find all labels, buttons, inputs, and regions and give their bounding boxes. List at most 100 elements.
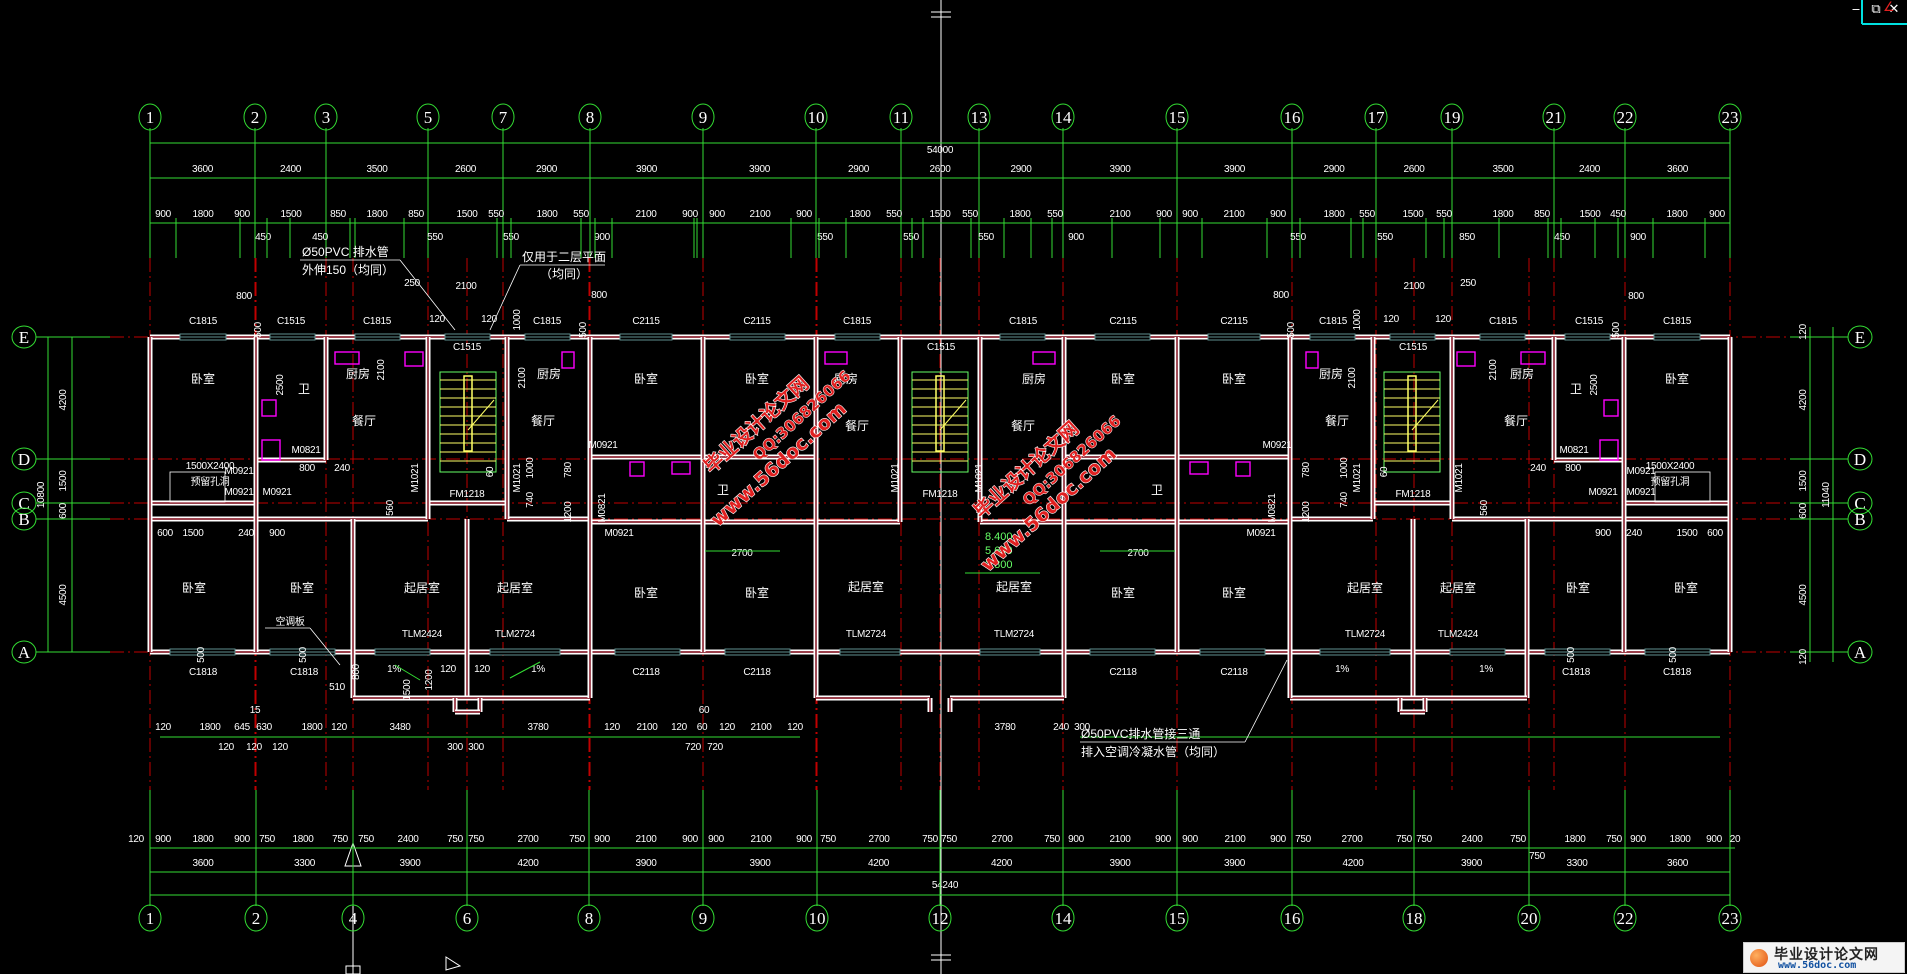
plan-dimension: 500	[1611, 321, 1622, 338]
sink-icon	[1305, 351, 1319, 369]
opening-label: C1815	[1489, 316, 1518, 327]
opening-label: M0921	[604, 528, 634, 539]
dim-minor-top: 1800	[1666, 209, 1688, 220]
dim-minor-top-lower: 550	[978, 232, 995, 243]
axis-label-right: C	[1854, 494, 1865, 513]
plan-dimension: 780	[1301, 461, 1312, 478]
opening-label: C1515	[453, 342, 482, 353]
dim-minor-bottom: 1800	[1669, 834, 1691, 845]
dim-minor-bottom: 2100	[1224, 834, 1246, 845]
plan-dimension: 500	[298, 646, 309, 663]
opening-label: C1515	[277, 316, 306, 327]
dim-major-bottom: 4200	[868, 858, 890, 869]
opening-label: M1021	[410, 463, 421, 493]
opening-label: M0921	[1626, 487, 1656, 498]
dim-minor-bottom: 120	[128, 834, 145, 845]
opening-label: C2118	[1220, 667, 1248, 678]
lower-dimension: 120	[155, 722, 172, 733]
axis-bubble	[1613, 103, 1637, 131]
dim-major-top: 3600	[1667, 164, 1689, 175]
dim-major-bottom: 3900	[635, 858, 657, 869]
room-label: 餐厅	[845, 418, 869, 433]
axis-label-top: 11	[893, 108, 909, 127]
plan-dimension: 1000	[512, 309, 523, 331]
plan-dimension: 240	[1530, 463, 1547, 474]
opening-label: FM1218	[450, 489, 486, 500]
dim-minor-bottom: 900	[1270, 834, 1287, 845]
axis-label-top: 3	[322, 108, 331, 127]
opening-label: M1021	[974, 463, 985, 493]
dim-minor-top: 1800	[536, 209, 558, 220]
dim-right-total: 11040	[1821, 481, 1832, 507]
plan-dimension: 500	[253, 321, 264, 338]
lower-dimension: 720	[707, 742, 724, 753]
lower-dimension: 60	[699, 705, 710, 716]
dim-minor-bottom: 2400	[1461, 834, 1483, 845]
washbasin-icon	[1189, 461, 1209, 475]
axis-label-bottom: 15	[1169, 909, 1186, 928]
dim-major-bottom: 3300	[294, 858, 316, 869]
axis-bubble	[1542, 103, 1566, 131]
dim-left: 600	[58, 502, 69, 519]
lower-dimension: 1800	[301, 722, 323, 733]
room-label: 餐厅	[1011, 418, 1035, 433]
opening-label: 1500X2400	[1646, 461, 1695, 472]
plan-dimension: 250	[1460, 278, 1477, 289]
dim-minor-bottom: 900	[155, 834, 172, 845]
opening-label: C1818	[290, 667, 319, 678]
axis-bubble	[577, 904, 601, 932]
dim-minor-bottom: 2100	[1109, 834, 1131, 845]
dim-minor-bottom: 750	[941, 834, 958, 845]
axis-label-bottom: 8	[585, 909, 594, 928]
room-label: 卫	[1151, 483, 1163, 497]
room-label: 卧室	[1222, 585, 1246, 600]
dim-minor-top: 900	[155, 209, 172, 220]
restore-icon[interactable]: ⧉	[1871, 2, 1881, 17]
plan-dimension: 600	[157, 528, 174, 539]
opening-label: TLM2424	[1438, 629, 1479, 640]
leader-line	[399, 259, 456, 331]
lower-dimension: 2100	[750, 722, 772, 733]
dim-minor-top: 2100	[749, 209, 771, 220]
axis-label-bottom: 22	[1617, 909, 1634, 928]
dim-minor-top: 2100	[635, 209, 657, 220]
plan-dimension: 120	[474, 664, 491, 675]
axis-label-bottom: 9	[699, 909, 708, 928]
axis-bubble	[967, 103, 991, 131]
lower-dimension: 300	[468, 742, 485, 753]
plan-dimension: 2700	[1127, 548, 1149, 559]
axis-label-bottom: 16	[1284, 909, 1301, 928]
opening-label: 1500X2400	[186, 461, 235, 472]
dim-major-bottom: 4200	[1342, 858, 1364, 869]
room-label: 卧室	[1665, 371, 1689, 386]
lower-dimension: 120	[787, 722, 804, 733]
dim-minor-bottom: 900	[1068, 834, 1085, 845]
dim-major-bottom: 3900	[1109, 858, 1131, 869]
close-icon-glyph: ✕	[1888, 2, 1900, 17]
opening-label: C1818	[1663, 667, 1692, 678]
washbasin-icon	[1599, 439, 1619, 461]
plan-dimension: 60	[1379, 466, 1390, 477]
note-text: Ø50PVC排水管接三通	[1081, 726, 1200, 741]
axis-label-left: B	[18, 510, 29, 529]
site-logo[interactable]: 毕业设计论文网 www.56doc.com	[1743, 942, 1905, 973]
close-icon[interactable]: ∠✕	[1883, 0, 1902, 18]
opening-label: FM1218	[923, 489, 959, 500]
axis-bubble	[889, 103, 913, 131]
opening-label: M0921	[588, 440, 618, 451]
opening-label: M0921	[224, 487, 254, 498]
opening-label: M0921	[1626, 466, 1656, 477]
opening-label: M1021	[890, 463, 901, 493]
plan-dimension: 500	[1286, 321, 1297, 338]
room-label: 餐厅	[1504, 413, 1528, 428]
axis-bubble	[455, 904, 479, 932]
dim-minor-bottom: 900	[234, 834, 251, 845]
minimize-icon[interactable]: ‒	[1851, 2, 1861, 17]
lower-dimension: 120	[671, 722, 688, 733]
opening-label: C1815	[1663, 316, 1692, 327]
plan-dimension: 800	[236, 291, 253, 302]
opening-label: M0921	[224, 466, 254, 477]
plan-dimension: 1500	[182, 528, 204, 539]
room-label: 卧室	[1566, 580, 1590, 595]
